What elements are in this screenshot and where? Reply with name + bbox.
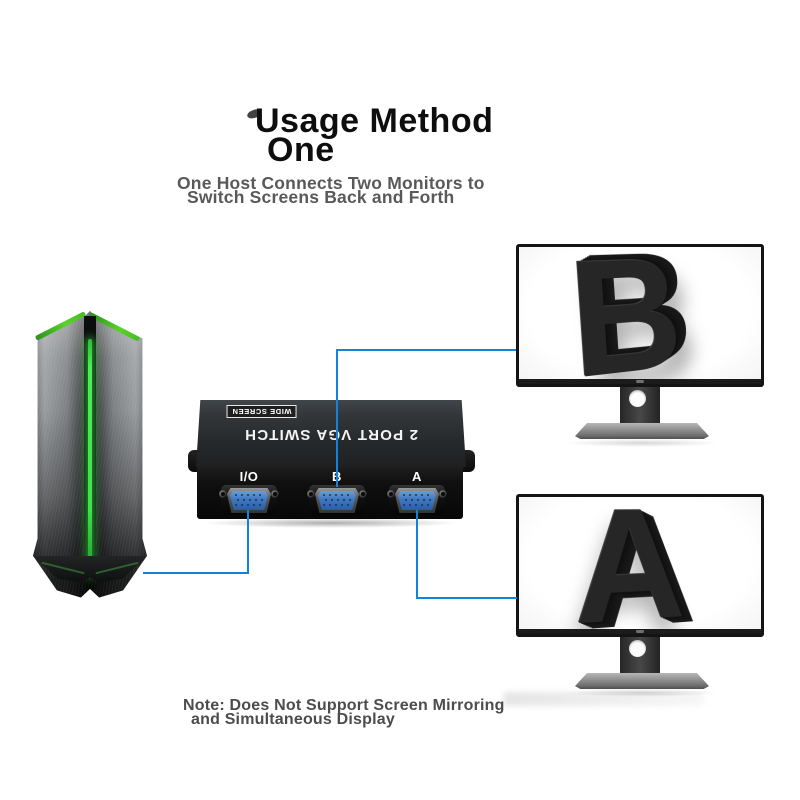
screw-hole-icon [439, 490, 447, 498]
vga-connector-face [230, 491, 268, 510]
screw-hole-icon [359, 490, 367, 498]
note-line1: Note: Does Not Support Screen Mirroring [183, 697, 505, 714]
monitor-a-bezel-strip [519, 629, 761, 634]
vga-switch: WIDE SCREEN 2 PORT VGA SWITCH I/O B [188, 400, 475, 532]
monitor-a-letter: A [569, 494, 687, 637]
vga-connector-face [398, 491, 436, 510]
monitor-b-stand-hole [629, 390, 646, 407]
subtitle-line1: One Host Connects Two Monitors to [177, 173, 485, 193]
monitor-b-letter: B [563, 244, 687, 387]
monitor-a-stand-base [575, 673, 709, 689]
vga-connector-face [318, 491, 356, 510]
monitor-logo-icon [636, 380, 644, 383]
port-io-label: I/O [239, 469, 259, 484]
floor-shadow [504, 692, 704, 706]
switch-front-panel: I/O B [197, 467, 463, 519]
switch-top-face: WIDE SCREEN 2 PORT VGA SWITCH [196, 400, 466, 467]
port-io: I/O [219, 470, 279, 518]
note-line2: and Simultaneous Display [191, 711, 395, 728]
port-b: B [307, 470, 367, 518]
cable-a-vertical [416, 510, 418, 599]
page-title-line1: Usage Method [255, 102, 494, 140]
monitor-b-screen: B [516, 244, 764, 387]
monitor-a-stand-hole [629, 640, 646, 657]
monitor-b-shadow [564, 439, 720, 447]
vga-pins-icon [403, 494, 405, 496]
vga-connector-icon [315, 488, 359, 513]
vga-pins-icon [323, 494, 325, 496]
subtitle-line2: Switch Screens Back and Forth [187, 187, 455, 207]
monitor-b: B [516, 244, 766, 447]
vga-pins-icon [235, 494, 237, 496]
pc-led-strip [88, 339, 92, 576]
pc-tower [33, 311, 147, 599]
monitor-a-screen: A [516, 494, 764, 637]
monitor-logo-icon [636, 630, 644, 633]
screw-hole-icon [307, 490, 315, 498]
screw-hole-icon [219, 490, 227, 498]
switch-drop-shadow [202, 518, 460, 528]
cable-io-horizontal [143, 572, 249, 574]
page-title-line2: One [267, 131, 335, 169]
switch-top-label: 2 PORT VGA SWITCH [243, 426, 419, 443]
vga-connector-icon [395, 488, 439, 513]
cable-a-horizontal [416, 597, 517, 599]
monitor-b-stand-base [575, 423, 709, 439]
screw-hole-icon [271, 490, 279, 498]
monitor-b-bezel-strip [519, 379, 761, 384]
monitor-a: A [516, 494, 766, 697]
screw-hole-icon [387, 490, 395, 498]
cable-io-vertical [247, 510, 249, 574]
monitor-a-shadow [564, 689, 720, 697]
wide-screen-badge: WIDE SCREEN [227, 405, 297, 418]
vga-connector-icon [227, 488, 271, 513]
cable-b-vertical [336, 349, 338, 487]
cable-b-horizontal [336, 349, 516, 351]
port-a-label: A [412, 469, 422, 484]
